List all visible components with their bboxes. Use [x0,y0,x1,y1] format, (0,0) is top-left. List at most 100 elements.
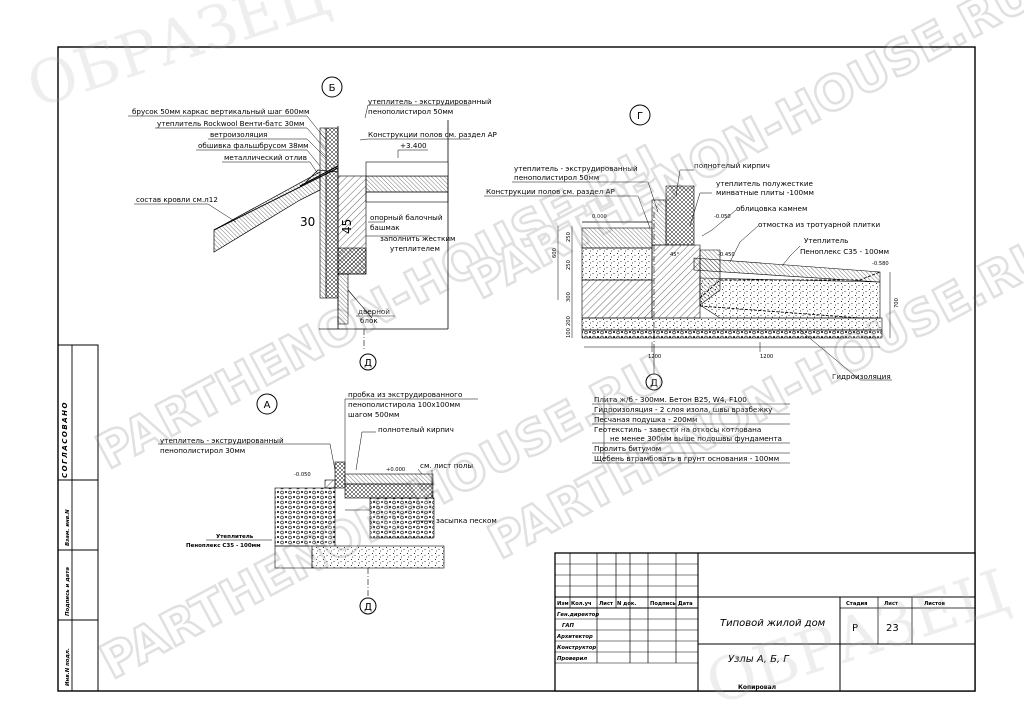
g-label-waterproof: Гидроизоляция [832,372,891,381]
b-label-batten: брусок 50мм каркас вертикальный шаг 600м… [132,107,309,116]
tb-hdr-date: Дата [678,601,693,607]
tb-role-director: Ген.директор [557,612,599,618]
tb-project: Типовой жилой дом [720,618,826,629]
g-label-xps-2: пенополистирол 50мм [514,173,599,182]
g-note-5: не менее 300мм выше подошвы фундамента [610,434,782,443]
tb-sheets-h: Листов [924,601,946,607]
a-label-brick: полнотелый кирпич [378,425,454,434]
g-label-penoplex: Пеноплекс С35 - 100мм [800,247,889,256]
tb-role-checked: Проверил [557,656,587,662]
b-label-floors: Конструкции полов см. раздел АР [368,130,498,139]
node-b-label: Б [329,83,336,94]
tb-role-gap: ГАП [562,623,574,629]
tb-role-architect: Архитектор [556,634,593,640]
a-level-2: +0.000 [386,467,405,473]
g-dim-300: 300 [566,292,572,302]
g-label-paving: отмостка из тротуарной плитки [758,220,880,229]
b-level: +3.400 [400,141,427,150]
node-d-label-3: Д [364,602,372,613]
g-label-stone: облицовка камнем [736,204,807,213]
g-note-2: Гидроизоляция - 2 слоя изола, швы вразбе… [594,405,773,414]
g-angle: 45° [670,252,680,258]
b-label-shoe-1: опорный балочный [370,213,443,222]
a-level-1: -0.050 [294,472,311,478]
b-label-xps-2: пенополистирол 50мм [368,107,453,116]
detail-a: А пробка из экструдированного пенополист… [158,390,497,615]
b-dim-30: 30 [300,215,315,229]
g-dim-200: 200 [566,316,572,326]
g-dim-250a: 250 [566,232,572,242]
tb-stage: Р [852,623,858,634]
g-level-3: -0.580 [872,261,889,267]
g-level-2: -0.450 [718,252,735,258]
b-label-rockwool: утеплитель Rockwool Венти-батс 30мм [157,119,304,128]
tb-sheet-title: Узлы А, Б, Г [728,654,790,665]
g-notes: Плита ж/б - 300мм. Бетон В25, W4, F100 Г… [592,395,790,464]
g-label-xps-1: утеплитель - экструдированный [514,164,638,173]
g-label-floors: Конструкции полов см. раздел АР [486,187,616,196]
b-label-xps-1: утеплитель - экструдированный [368,97,492,106]
tb-hdr-ndok: N док. [617,601,636,607]
b-label-fill-1: заполнить жестким [380,234,455,243]
tb-hdr-list: Лист [599,601,613,607]
side-agreed: СОГЛАСОВАНО [61,401,69,478]
g-note-4: Геотекстиль - завести на откосы котлован… [594,425,761,434]
b-label-door-2: блок [360,316,378,325]
tb-sheet-h: Лист [884,601,898,607]
b-label-drip: металлический отлив [224,153,307,162]
b-label-roof: состав кровли см.л12 [136,195,218,204]
node-g-label: Г [637,111,643,122]
side-sign-date: Подпись и дата [65,567,71,616]
b-dim-45: 45 [340,219,354,234]
a-label-insul-1: Утеплитель [216,534,254,540]
g-dim-250b: 250 [566,260,572,270]
a-label-insul-2: Пеноплекс С35 - 100мм [186,543,261,549]
a-label-floors: см. лист полы [420,461,473,470]
g-dim-100: 100 [566,328,572,338]
g-label-insul: Утеплитель [804,236,848,245]
tb-hdr-kol: Кол.уч [571,601,592,607]
a-label-xps-1: утеплитель - экструдированный [160,436,284,445]
a-label-plug-3: шагом 500мм [348,410,399,419]
g-dim-700: 700 [894,298,900,308]
side-stamp: СОГЛАСОВАНО Взам. инв.N Подпись и дата И… [57,344,99,692]
g-dim-600: 600 [552,248,558,258]
title-block: Изм Кол.уч Лист N док. Подпись Дата Ген.… [554,552,976,692]
g-note-1: Плита ж/б - 300мм. Бетон В25, W4, F100 [594,395,747,404]
g-note-7: Щебень втрамбовать в грунт основания - 1… [594,454,779,463]
g-label-mineral-2: минватные плиты -100мм [716,188,814,197]
a-label-sand: засыпка песком [436,516,497,525]
g-level-1: -0.050 [714,214,731,220]
b-label-shoe-2: башмак [370,223,400,232]
tb-role-engineer: Конструктор [557,645,596,651]
watermark-site-4: PARTHENON-HOUSE.RU [479,225,1024,571]
node-a-label: А [264,400,271,411]
g-note-6: Пролить битумом [594,444,661,453]
tb-hdr-sign: Подпись [650,601,676,607]
side-inv-replace: Взам. инв.N [65,509,71,546]
tb-stage-h: Стадия [846,601,867,607]
node-d-label-2: Д [650,378,658,389]
g-note-3: Песчаная подушка - 200мм [594,415,698,424]
watermark-stamp-top: ОБРАЗЕЦ [19,0,338,122]
b-label-door-1: дверной [358,307,390,316]
g-dim-1200a: 1200 [648,354,661,360]
a-label-xps-2: пенополистирол 30мм [160,446,245,455]
b-label-windproof: ветроизоляция [210,130,268,139]
g-label-mineral-1: утеплитель полужесткие [716,179,814,188]
side-inv-orig: Инв.N подл. [65,648,71,686]
g-label-brick: полнотелый кирпич [694,161,770,170]
tb-copied: Копировал [738,684,776,691]
g-level-0: 0.000 [592,214,607,220]
tb-hdr-izm: Изм [557,601,569,607]
g-dim-1200b: 1200 [760,354,773,360]
detail-g: Г 250 250 600 300 200 100 700 1200 1200 … [484,104,900,464]
b-label-fill-2: утеплителем [390,244,440,253]
a-label-plug-2: пенополистирола 100х100мм [348,400,460,409]
a-label-plug-1: пробка из экструдированного [348,390,462,399]
detail-b: Б брусок 50мм каркас вертикальный шаг 60… [128,76,498,371]
b-label-cladding: обшивка фальшбрусом 38мм [198,141,309,150]
tb-sheet-no: 23 [886,623,899,634]
node-d-label-1: Д [364,358,372,369]
